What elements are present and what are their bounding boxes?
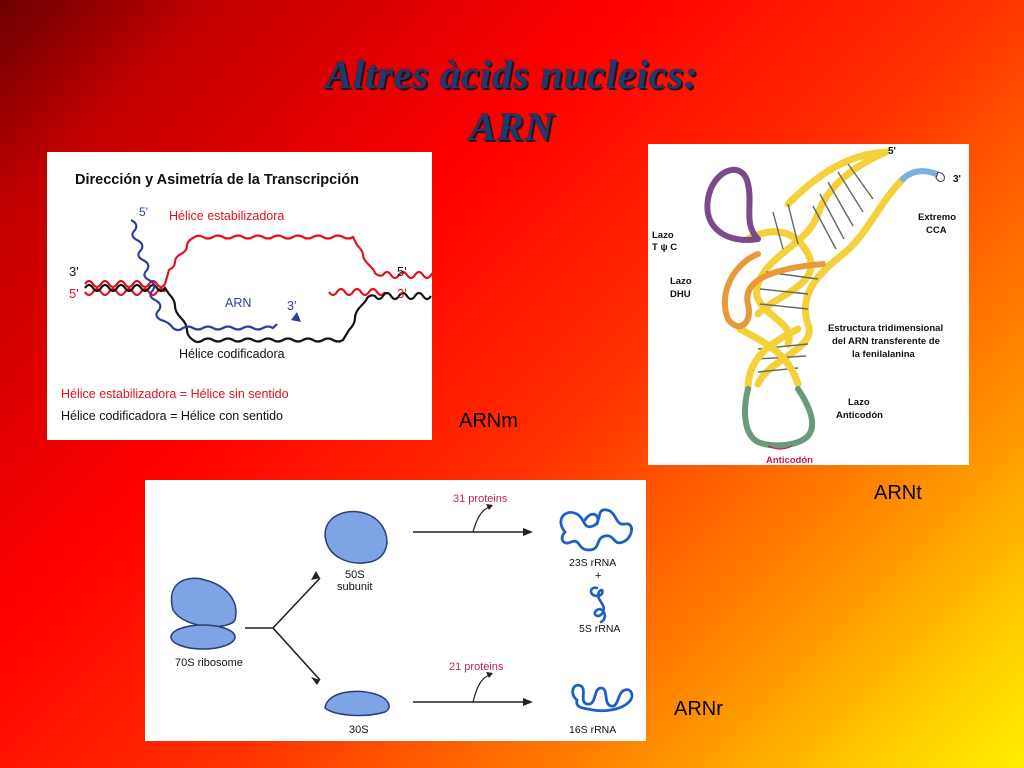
left-end-bottom-label: 5' bbox=[69, 286, 79, 301]
split-arrow-head-down bbox=[311, 677, 320, 685]
trna-t-loop-label-2: T ψ C bbox=[652, 242, 677, 253]
ribosome-diagram-panel: 70S ribosome 50S subunit 30S 31 proteins… bbox=[145, 480, 646, 741]
legend-coding: Hélice codificadora = Hélice con sentido bbox=[61, 409, 283, 423]
trna-anticodon-stem bbox=[736, 325, 802, 393]
trna-anticodon-loop bbox=[742, 386, 816, 449]
trna-3prime-label: 3' bbox=[953, 174, 961, 185]
rrna-23s-shape bbox=[559, 508, 633, 552]
ribosome-70s-small bbox=[170, 624, 236, 650]
arn-3prime-label: 3' bbox=[287, 299, 296, 313]
ribosome-50s-label-1: 50S bbox=[345, 569, 365, 581]
trna-diagram-panel: 5' 3' Extremo CCA Lazo T ψ C Lazo DHU Es… bbox=[648, 144, 969, 465]
rrna-5s-shape bbox=[589, 586, 607, 624]
trna-5prime-label: 5' bbox=[888, 146, 896, 157]
split-arrow-head-up bbox=[311, 571, 320, 580]
arrow-30s-head bbox=[523, 698, 533, 706]
left-end-top-label: 3' bbox=[69, 264, 79, 279]
trna-desc-3: la fenilalanina bbox=[852, 349, 916, 360]
arrow-21-proteins-head bbox=[486, 672, 493, 678]
arn-5prime-label: 5' bbox=[139, 205, 148, 219]
rrna-5s-label: 5S rRNA bbox=[579, 623, 620, 635]
caption-arnr: ARNr bbox=[674, 698, 723, 720]
stabilizing-strand bbox=[84, 234, 432, 289]
ribosome-30s-subunit bbox=[324, 690, 390, 717]
rrna-16s-label: 16S rRNA bbox=[569, 724, 616, 736]
ribosome-50s-subunit bbox=[324, 510, 388, 564]
arrow-50s-head bbox=[523, 528, 533, 536]
caption-arnt: ARNt bbox=[874, 482, 922, 504]
legend-stabilizing: Hélice estabilizadora = Hélice sin senti… bbox=[61, 387, 289, 401]
trna-cca-end bbox=[900, 168, 943, 182]
stabilizing-strand-label: Hélice estabilizadora bbox=[169, 209, 284, 223]
rrna-16s-shape bbox=[571, 683, 634, 713]
trna-t-loop bbox=[704, 166, 761, 243]
coding-strand-label: Hélice codificadora bbox=[179, 347, 285, 361]
ribosome-70s-label: 70S ribosome bbox=[175, 657, 243, 669]
trna-desc-2: del ARN transferente de bbox=[832, 336, 940, 347]
caption-arnm: ARNm bbox=[459, 410, 518, 432]
arn-label: ARN bbox=[225, 296, 251, 310]
trna-desc-1: Estructura tridimensional bbox=[828, 323, 943, 334]
right-end-bottom-label: 3' bbox=[397, 286, 407, 301]
label-21-proteins: 21 proteins bbox=[449, 661, 504, 673]
trna-acceptor-helix bbox=[753, 148, 890, 348]
rrna-plus-label: + bbox=[595, 570, 601, 582]
transcription-diagram-panel: Dirección y Asimetría de la Transcripció… bbox=[47, 152, 432, 440]
rrna-23s-label: 23S rRNA bbox=[569, 557, 616, 569]
trna-middle-strand bbox=[744, 228, 815, 318]
trna-dhu-label-2: DHU bbox=[670, 289, 691, 300]
trna-t-loop-label-1: Lazo bbox=[652, 230, 674, 241]
trna-upper-strand bbox=[784, 148, 890, 208]
trna-cca-label-1: Extremo bbox=[918, 212, 956, 223]
trna-cca-cap bbox=[935, 171, 945, 183]
trna-dhu-loop bbox=[721, 251, 826, 330]
split-arrows bbox=[245, 577, 321, 681]
label-31-proteins: 31 proteins bbox=[453, 493, 508, 505]
trna-anticodon-loop-label-2: Anticodón bbox=[836, 410, 883, 421]
trna-anticodon-label: Anticodón bbox=[766, 455, 813, 465]
trna-acceptor-helix-2 bbox=[754, 175, 907, 388]
trna-cca-label-2: CCA bbox=[926, 225, 947, 236]
transcription-diagram-title: Dirección y Asimetría de la Transcripció… bbox=[75, 172, 359, 188]
arn-strand bbox=[130, 219, 278, 332]
ribosome-50s-label-2: subunit bbox=[337, 581, 372, 593]
trna-rungs bbox=[755, 163, 874, 373]
arrow-31-proteins-curve bbox=[472, 505, 492, 533]
trna-anticodon-loop-label-1: Lazo bbox=[848, 397, 870, 408]
slide-title-line-2: ARN bbox=[469, 104, 555, 149]
trna-dhu-label-1: Lazo bbox=[670, 276, 692, 287]
trna-anticodon-bracket bbox=[767, 445, 793, 450]
coding-strand bbox=[84, 283, 432, 344]
arrow-21-proteins-curve bbox=[472, 673, 492, 703]
arrow-31-proteins-head bbox=[486, 504, 493, 510]
right-end-top-label: 5' bbox=[397, 264, 407, 279]
arn-arrow-head bbox=[291, 312, 301, 322]
ribosome-70s-large bbox=[170, 577, 237, 628]
slide-title-line-1: Altres àcids nucleics: bbox=[325, 52, 699, 97]
ribosome-30s-label: 30S bbox=[349, 724, 369, 736]
